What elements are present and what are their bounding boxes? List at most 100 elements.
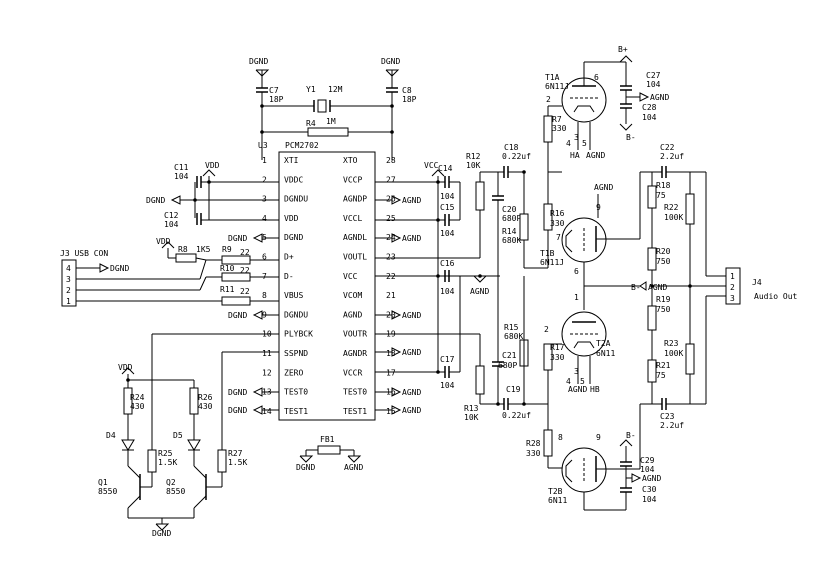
r16-ref: R16 (550, 209, 565, 218)
vdd-label-top: VDD (205, 161, 220, 170)
r19-value: 750 (656, 305, 671, 314)
u3-pin-name: VOUTL (343, 253, 367, 262)
c16-value: 104 (440, 287, 455, 296)
r9-ref: R9 (222, 245, 232, 254)
agnd-label-fb1: AGND (344, 463, 363, 472)
t1b-value: 6N11J (540, 258, 564, 267)
u3-pin-name: XTO (343, 156, 358, 165)
vdd-label-r8: VDD (156, 237, 171, 246)
agnd-arrow-pin20: AGND (375, 310, 421, 320)
t2a-pin5: 5 (580, 377, 585, 386)
vdd-symbol-r8: VDD (156, 237, 176, 259)
bplus-label: B+ (618, 45, 628, 54)
c8-ref: C8 (402, 86, 412, 95)
c14-ref: C14 (438, 164, 453, 173)
r20-ref: R20 (656, 247, 671, 256)
u3-pin-number: 1 (262, 156, 267, 165)
c23-value: 2.2uf (660, 421, 684, 430)
dgnd-label-c11: DGND (146, 196, 165, 205)
c30-value: 104 (642, 495, 657, 504)
u3-pin-name: AGNDR (343, 349, 367, 358)
c20-value: 680P (502, 214, 521, 223)
dgnd-symbol-c7: DGND (249, 57, 270, 88)
j3-pin2: 2 (66, 286, 71, 295)
c27-ref: C27 (646, 71, 661, 80)
bminus-label-top: B- (626, 133, 636, 142)
dgnd-label-c7: DGND (249, 57, 268, 66)
c22-value: 2.2uf (660, 152, 684, 161)
u3-pin-name: XTI (284, 156, 299, 165)
j4-ref: J4 (752, 278, 762, 287)
dgnd-arrow-pin5: DGND (228, 233, 279, 243)
u3-pin-number: 18 (386, 349, 396, 358)
agnd-label-pin26: AGND (402, 196, 421, 205)
r14-value: 680K (502, 236, 521, 245)
hb-label: HB (590, 385, 600, 394)
c30-ref: C30 (642, 485, 657, 494)
j4-connector (725, 267, 741, 305)
t1a-pin3: 3 (574, 133, 579, 142)
q2-value: 8550 (166, 487, 185, 496)
c17-value: 104 (440, 381, 455, 390)
c29-value: 104 (640, 465, 655, 474)
t2b-ref: T2B (548, 487, 563, 496)
r20-value: 750 (656, 257, 671, 266)
c21-ref: C21 (502, 351, 517, 360)
vcc-label-top: VCC (424, 161, 439, 170)
r8-value: 1K5 (196, 245, 211, 254)
t1a-pin6-top: 6 (594, 73, 599, 82)
u3-pin-name: VCOM (343, 291, 362, 300)
c7-value: 18P (269, 95, 284, 104)
y1-value: 12M (328, 85, 343, 94)
bminus-label-mid: B- (631, 283, 641, 292)
agnd-arrow-pin18: AGND (375, 347, 421, 357)
dgnd-label-pin14: DGND (228, 406, 247, 415)
c20-ref: C20 (502, 205, 517, 214)
u3-pin-name: AGND (343, 310, 362, 319)
agnd-arrow-pin16: AGND (375, 387, 421, 397)
dgnd-label-usb: DGND (110, 264, 129, 273)
u3-pin-number: 25 (386, 214, 396, 223)
r12-ref: R12 (466, 152, 481, 161)
c22-ref: C22 (660, 143, 675, 152)
agnd-label-t1b: AGND (594, 183, 613, 192)
u3-body (278, 151, 376, 421)
r21-ref: R21 (656, 361, 671, 370)
c12-value: 104 (164, 220, 179, 229)
u3-pin-name: VCCP (343, 175, 362, 184)
fb1-bead (317, 445, 341, 455)
c15-value: 104 (440, 229, 455, 238)
j4-label: Audio Out (754, 292, 798, 301)
t1a-value: 6N11J (545, 82, 569, 91)
r23-ref: R23 (664, 339, 679, 348)
dgnd-arrow-pin13: DGND (228, 387, 279, 397)
r15-value: 680K (504, 332, 523, 341)
q1-ref: Q1 (98, 478, 108, 487)
agnd-label-pin16: AGND (402, 388, 421, 397)
u3-pin-number: 2 (262, 175, 267, 184)
u3-pin-name: AGNDL (343, 233, 367, 242)
u3-pin-name: TEST1 (284, 407, 308, 416)
u3-pin-number: 15 (386, 407, 396, 416)
u3-pin-number: 21 (386, 291, 396, 300)
u3-right-pins: 28XTO27VCCP26AGNDP25VCCL24AGNDL23VOUTL22… (343, 156, 396, 416)
agnd-label-c29: AGND (642, 474, 661, 483)
u3-pin-number: 4 (262, 214, 267, 223)
c27-value: 104 (646, 80, 661, 89)
t1a-pin2: 2 (546, 95, 551, 104)
r22-ref: R22 (664, 203, 679, 212)
c19-value: 0.22uf (502, 411, 531, 420)
d5-ref: D5 (173, 431, 183, 440)
u3-pin-name: VDD (284, 214, 299, 223)
u3-pin-name: TEST0 (343, 388, 367, 397)
u3-pin-number: 7 (262, 272, 267, 281)
agnd-label-pin18: AGND (402, 348, 421, 357)
r10-value: 22 (240, 266, 250, 275)
r24-value: 430 (130, 402, 145, 411)
t1b-pin6: 6 (574, 267, 579, 276)
r16-value: 330 (550, 219, 565, 228)
q2-ref: Q2 (166, 478, 176, 487)
dgnd-label-c8: DGND (381, 57, 400, 66)
u3-pin-number: 8 (262, 291, 267, 300)
t1a-pin5: 5 (582, 139, 587, 148)
